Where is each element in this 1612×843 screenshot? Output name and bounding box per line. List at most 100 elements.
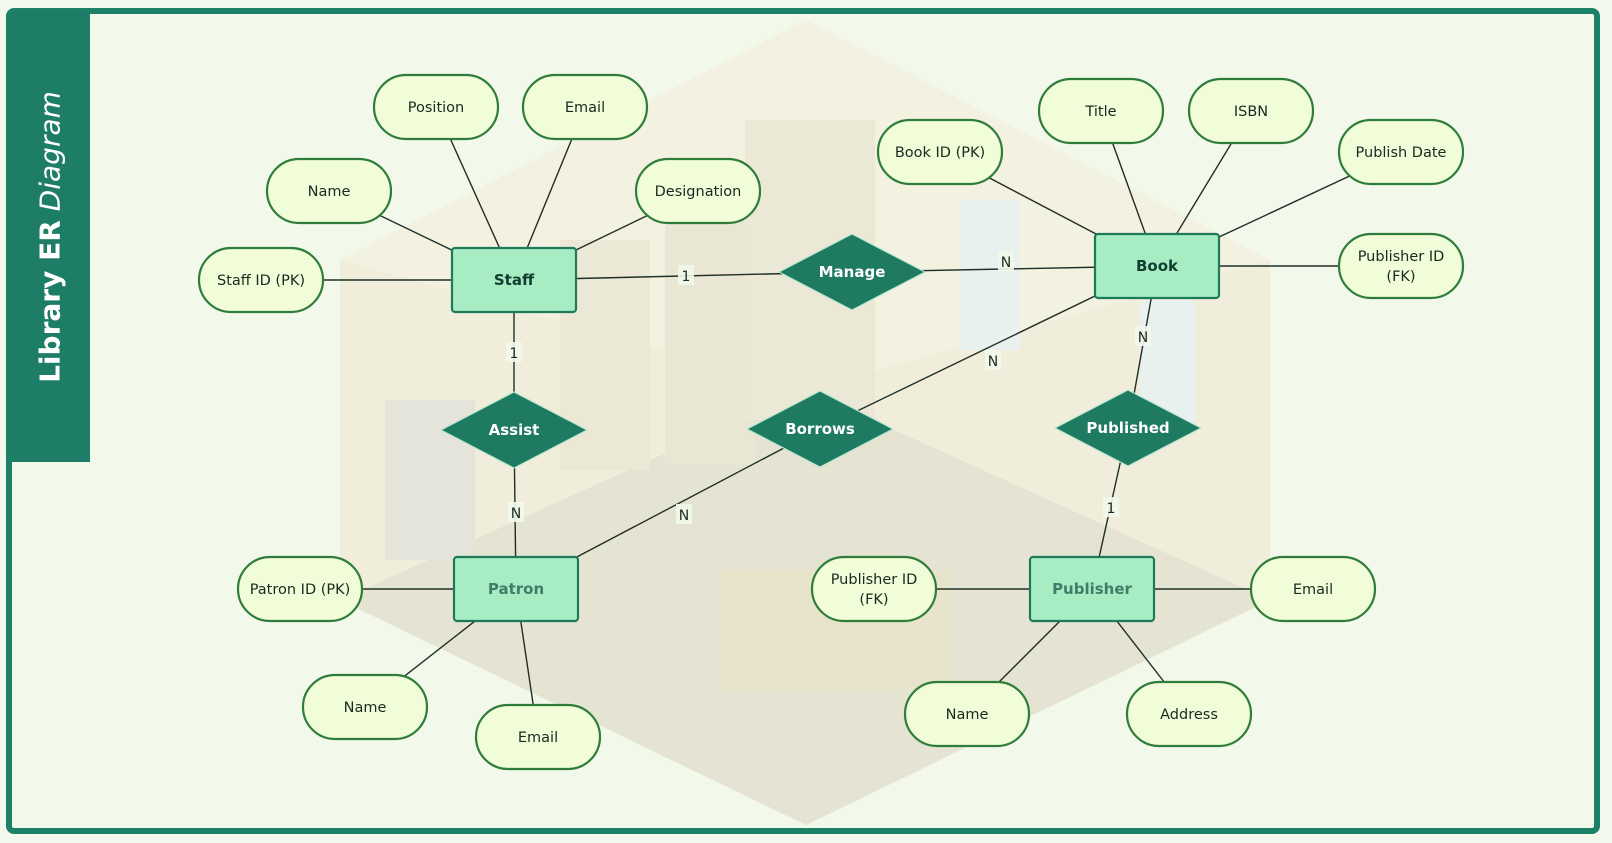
cardinality-assist-patron: N	[508, 502, 524, 522]
cardinality-borrows-book: N	[985, 350, 1001, 370]
cardinality-label: N	[679, 508, 689, 524]
entity-patron[interactable]: Patron	[452, 555, 580, 623]
relationship-manage[interactable]: Manage	[778, 233, 926, 311]
attribute-publisher-address[interactable]: Address	[1125, 680, 1253, 748]
attribute-oval	[1337, 118, 1465, 186]
cardinality-book-published: N	[1135, 326, 1151, 346]
attribute-label: Publish Date	[1356, 145, 1447, 161]
cardinality-label: 1	[682, 269, 691, 285]
diagram-title: Library ER Diagram	[34, 91, 67, 383]
attribute-publisher-name[interactable]: Name	[903, 680, 1031, 748]
attribute-label: ISBN	[1234, 104, 1268, 120]
attribute-label: Position	[408, 100, 464, 116]
cardinality-backdrop	[998, 251, 1014, 271]
attribute-label: Designation	[655, 184, 742, 200]
relationship-borrows[interactable]: Borrows	[746, 390, 894, 468]
cardinality-staff-assist: 1	[506, 342, 522, 362]
attribute-staff-name[interactable]: Name	[265, 157, 393, 225]
attribute-oval	[1187, 77, 1315, 145]
cardinality-label: N	[1138, 330, 1148, 346]
attribute-oval	[1037, 77, 1165, 145]
attribute-oval	[265, 157, 393, 225]
attribute-oval	[1249, 555, 1377, 623]
attribute-staff-email[interactable]: Email	[521, 73, 649, 141]
attribute-label: (FK)	[1386, 269, 1415, 285]
attribute-oval	[810, 555, 938, 623]
relationship-label: Published	[1086, 419, 1169, 437]
attribute-patron-name[interactable]: Name	[301, 673, 429, 741]
relationship-diamond	[1054, 389, 1202, 467]
cardinality-backdrop	[985, 350, 1001, 370]
cardinality-backdrop	[506, 342, 522, 362]
relationship-published[interactable]: Published	[1054, 389, 1202, 467]
entity-staff[interactable]: Staff	[450, 246, 578, 314]
attribute-publisher-publisher-id[interactable]: Publisher ID (FK)	[810, 555, 938, 623]
cardinality-backdrop	[676, 504, 692, 524]
relationship-label: Manage	[819, 263, 886, 281]
cardinality-label: N	[988, 354, 998, 370]
relationship-diamond	[746, 390, 894, 468]
entity-box	[1093, 232, 1221, 300]
attribute-staff-position[interactable]: Position	[372, 73, 500, 141]
attribute-label: Name	[308, 184, 351, 200]
attribute-book-publisher-id[interactable]: Publisher ID (FK)	[1337, 232, 1465, 300]
attribute-label: Book ID (PK)	[895, 145, 985, 161]
attribute-label: Address	[1160, 707, 1218, 723]
attribute-oval	[521, 73, 649, 141]
cardinality-staff-manage: 1	[678, 265, 694, 285]
attribute-label: Title	[1084, 104, 1116, 120]
attribute-patron-email[interactable]: Email	[474, 703, 602, 771]
cardinality-backdrop	[1103, 497, 1119, 517]
cardinality-label: N	[1001, 255, 1011, 271]
attribute-book-publish-date[interactable]: Publish Date	[1337, 118, 1465, 186]
attribute-oval	[1125, 680, 1253, 748]
attribute-book-id[interactable]: Book ID (PK)	[876, 118, 1004, 186]
entity-label: Patron	[488, 580, 544, 598]
attribute-label: (FK)	[859, 592, 888, 608]
attribute-label: Patron ID (PK)	[250, 582, 351, 598]
attribute-staff-id[interactable]: Staff ID (PK)	[197, 246, 325, 314]
entity-label: Staff	[494, 271, 535, 289]
cardinality-label: 1	[1107, 501, 1116, 517]
attribute-label: Name	[946, 707, 989, 723]
title-banner: Library ER Diagram	[10, 12, 90, 462]
attribute-oval	[372, 73, 500, 141]
relationship-label: Borrows	[785, 420, 855, 438]
relationship-diamond	[440, 391, 588, 469]
title-italic: Diagram	[33, 91, 67, 212]
attribute-oval	[197, 246, 325, 314]
attribute-label: Publisher ID	[1358, 249, 1445, 265]
attribute-patron-id[interactable]: Patron ID (PK)	[236, 555, 364, 623]
attribute-label: Email	[518, 730, 558, 746]
cardinality-patron-borrows: N	[676, 504, 692, 524]
cardinality-backdrop	[1135, 326, 1151, 346]
relationship-assist[interactable]: Assist	[440, 391, 588, 469]
attribute-oval	[634, 157, 762, 225]
attribute-publisher-email[interactable]: Email	[1249, 555, 1377, 623]
attribute-label: Staff ID (PK)	[217, 273, 305, 289]
entity-label: Book	[1136, 257, 1179, 275]
entity-label: Publisher	[1052, 580, 1132, 598]
relationship-diamond	[778, 233, 926, 311]
entity-book[interactable]: Book	[1093, 232, 1221, 300]
cardinality-label: N	[511, 506, 521, 522]
cardinality-backdrop	[678, 265, 694, 285]
cardinality-backdrop	[508, 502, 524, 522]
attribute-oval	[1337, 232, 1465, 300]
cardinality-published-publisher: 1	[1103, 497, 1119, 517]
cardinality-manage-book: N	[998, 251, 1014, 271]
attribute-label: Name	[344, 700, 387, 716]
attribute-book-title[interactable]: Title	[1037, 77, 1165, 145]
relationship-label: Assist	[489, 421, 540, 439]
attribute-label: Publisher ID	[831, 572, 918, 588]
attribute-staff-designation[interactable]: Designation	[634, 157, 762, 225]
entity-publisher[interactable]: Publisher	[1028, 555, 1156, 623]
attribute-book-isbn[interactable]: ISBN	[1187, 77, 1315, 145]
attribute-oval	[903, 680, 1031, 748]
